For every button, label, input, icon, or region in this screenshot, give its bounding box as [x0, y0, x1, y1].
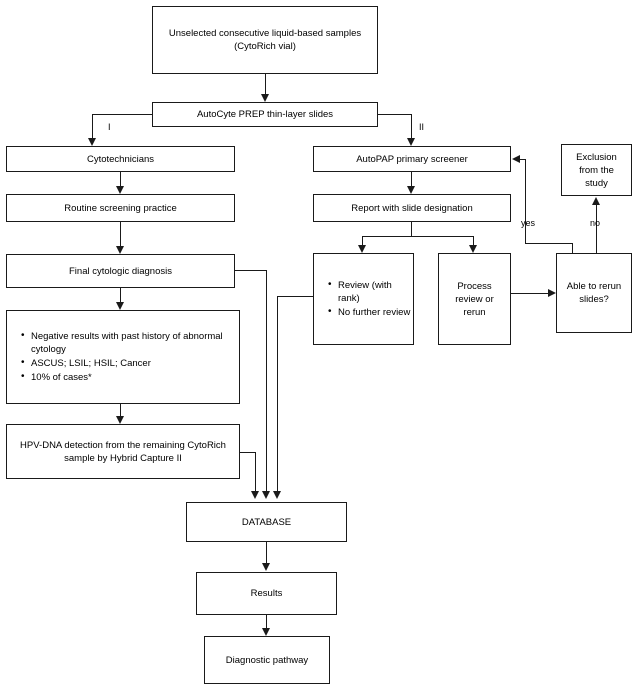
edge-routine-to-final — [120, 222, 121, 246]
node-criteria-list: Negative results with past history of ab… — [6, 310, 240, 404]
edge-final-to-database-v — [266, 270, 267, 492]
node-results: Results — [196, 572, 337, 615]
edge-hpv-to-database-h — [240, 452, 256, 453]
edge-prep-to-left-arm-h — [92, 114, 153, 115]
node-cytotechnicians-label: Cytotechnicians — [86, 153, 155, 165]
edge-label-no: no — [590, 218, 601, 228]
edge-final-to-database-h — [235, 270, 267, 271]
node-hpv-dna-detection-label: HPV-DNA detection from the remaining Cyt… — [20, 439, 226, 464]
node-process-review-or-rerun-label: Process review or rerun — [455, 280, 494, 318]
node-unselected-samples-label: Unselected consecutive liquid-based samp… — [168, 28, 362, 52]
edge-criteria-to-hpv — [120, 404, 121, 417]
node-able-to-rerun-slides: Able to rerun slides? — [556, 253, 632, 333]
node-database-label: DATABASE — [241, 516, 292, 528]
edge-samples-to-prep — [265, 74, 266, 95]
node-autocyte-prep-slides: AutoCyte PREP thin-layer slides — [152, 102, 378, 127]
edge-rerun-yes-h — [525, 243, 573, 244]
review-bullet-item: Review (with rank) — [328, 278, 413, 305]
node-exclusion-from-study: Exclusion from the study — [561, 144, 632, 196]
node-report-slide-designation-label: Report with slide designation — [351, 202, 473, 214]
arrowhead-prep-to-autopap — [406, 138, 415, 146]
arrowhead-criteria-to-hpv — [115, 416, 124, 424]
edge-prep-to-left-arm-v — [92, 114, 93, 139]
node-diagnostic-pathway: Diagnostic pathway — [204, 636, 330, 684]
node-results-label: Results — [250, 588, 283, 599]
arrowhead-report-to-review — [357, 245, 366, 253]
node-report-slide-designation: Report with slide designation — [313, 194, 511, 222]
edge-report-to-process-v — [473, 236, 474, 246]
node-routine-screening-practice: Routine screening practice — [6, 194, 235, 222]
branch-label-two: II — [419, 122, 425, 132]
edge-rerun-yes-up — [525, 159, 526, 244]
edge-report-stem — [411, 222, 412, 236]
node-final-cytologic-diagnosis: Final cytologic diagnosis — [6, 254, 235, 288]
node-routine-screening-practice-label: Routine screening practice — [64, 202, 177, 214]
arrowhead-process-to-rerun — [548, 288, 556, 297]
node-review-options: Review (with rank) No further review — [313, 253, 414, 345]
arrowhead-final-to-database — [261, 491, 270, 499]
review-bullet-item: No further review — [328, 305, 413, 319]
node-autopap-primary-screener: AutoPAP primary screener — [313, 146, 511, 172]
node-database: DATABASE — [186, 502, 347, 542]
arrowhead-results-to-pathway — [261, 628, 270, 636]
node-autocyte-prep-slides-label: AutoCyte PREP thin-layer slides — [196, 109, 334, 120]
arrowhead-database-to-results — [261, 563, 270, 571]
arrowhead-final-to-criteria — [115, 302, 124, 310]
criteria-bullet-item: Negative results with past history of ab… — [21, 329, 239, 356]
arrowhead-cyto-to-routine — [115, 186, 124, 194]
edge-rerun-yes-stem — [572, 243, 573, 254]
arrowhead-review-to-database — [272, 491, 281, 499]
node-able-to-rerun-slides-label: Able to rerun slides? — [566, 281, 622, 305]
edge-results-to-pathway — [266, 615, 267, 629]
arrowhead-prep-to-cytotechnicians — [87, 138, 96, 146]
edge-rerun-no-up — [596, 204, 597, 254]
edge-prep-to-right-arm-v — [411, 114, 412, 139]
criteria-bullet-item: 10% of cases* — [21, 370, 239, 384]
node-process-review-or-rerun: Process review or rerun — [438, 253, 511, 345]
arrowhead-rerun-yes-to-autopap — [512, 154, 520, 163]
edge-report-to-review-v — [362, 236, 363, 246]
arrowhead-report-to-process — [468, 245, 477, 253]
edge-review-to-database-v — [277, 296, 278, 492]
criteria-bullet-item: ASCUS; LSIL; HSIL; Cancer — [21, 356, 239, 370]
edge-hpv-to-database-v — [255, 452, 256, 492]
arrowhead-routine-to-final — [115, 246, 124, 254]
edge-cyto-to-routine — [120, 172, 121, 187]
arrowhead-autopap-to-report — [406, 186, 415, 194]
edge-prep-to-right-arm-h — [377, 114, 412, 115]
node-unselected-samples: Unselected consecutive liquid-based samp… — [152, 6, 378, 74]
arrowhead-samples-to-prep — [260, 94, 269, 102]
node-final-cytologic-diagnosis-label: Final cytologic diagnosis — [69, 265, 172, 277]
edge-label-yes: yes — [521, 218, 536, 228]
node-cytotechnicians: Cytotechnicians — [6, 146, 235, 172]
node-diagnostic-pathway-label: Diagnostic pathway — [225, 654, 309, 666]
edge-final-to-criteria — [120, 288, 121, 303]
edge-rerun-yes-to-autopap — [520, 159, 526, 160]
review-bullet-list: Review (with rank) No further review — [314, 278, 413, 320]
node-hpv-dna-detection: HPV-DNA detection from the remaining Cyt… — [6, 424, 240, 479]
branch-label-one: I — [108, 122, 111, 132]
node-exclusion-from-study-label: Exclusion from the study — [576, 151, 617, 189]
edge-report-split-bus — [362, 236, 474, 237]
edge-review-to-database-h — [277, 296, 314, 297]
node-autopap-primary-screener-label: AutoPAP primary screener — [356, 153, 468, 165]
arrowhead-hpv-to-database — [250, 491, 259, 499]
edge-process-to-rerun — [511, 293, 549, 294]
arrowhead-rerun-no-to-exclusion — [591, 197, 600, 205]
criteria-bullet-list: Negative results with past history of ab… — [7, 329, 239, 385]
edge-database-to-results — [266, 542, 267, 564]
edge-autopap-to-report — [411, 172, 412, 187]
